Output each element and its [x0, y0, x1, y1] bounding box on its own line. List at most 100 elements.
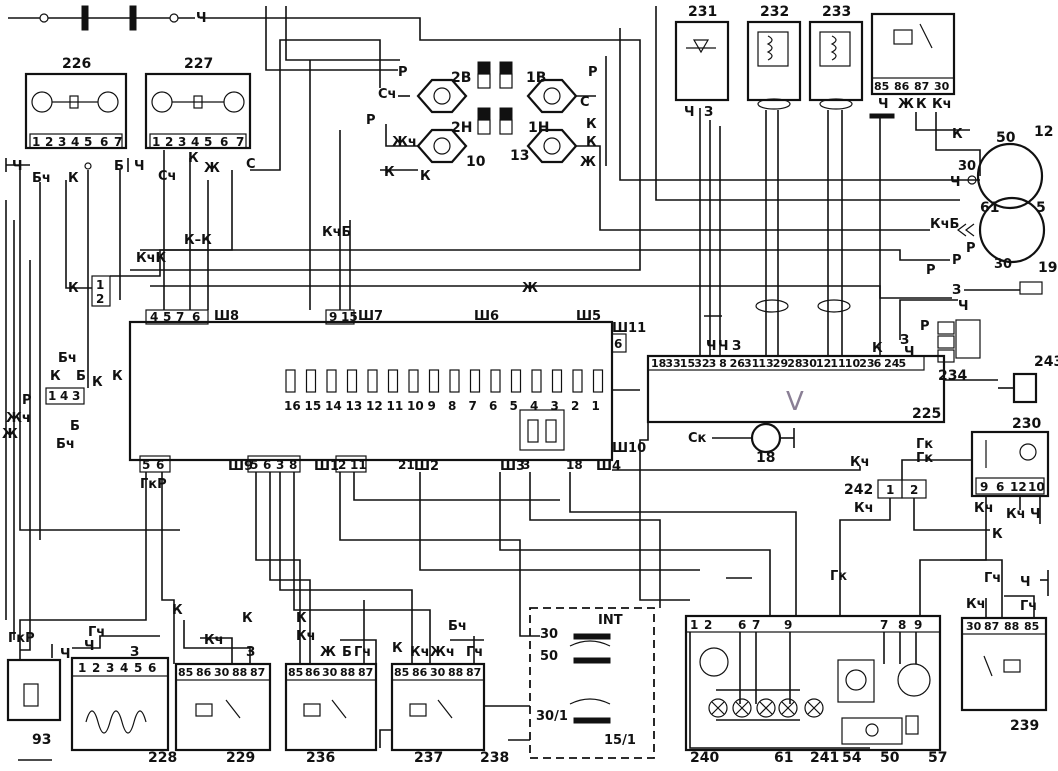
svg-text:7: 7: [880, 618, 888, 632]
svg-text:К: К: [68, 171, 79, 186]
svg-text:2Н: 2Н: [451, 120, 472, 136]
fuse-6: [490, 369, 501, 393]
fuse-9: [428, 369, 440, 393]
svg-text:6: 6: [192, 310, 200, 324]
fuse-number-5: 5: [510, 399, 518, 413]
svg-text:30: 30: [934, 80, 950, 93]
fuse-number-15: 15: [305, 399, 322, 413]
lamp-cross-5: [807, 701, 821, 715]
svg-text:Кч: Кч: [932, 97, 952, 112]
svg-text:234: 234: [938, 368, 967, 384]
lamp-cross-1: [711, 701, 725, 715]
svg-text:Ч: Ч: [12, 159, 23, 174]
svg-text:Кч: Кч: [974, 501, 994, 516]
fuse-number-14: 14: [325, 399, 342, 413]
svg-text:7: 7: [176, 310, 184, 324]
svg-text:30: 30: [322, 666, 338, 679]
svg-text:С: С: [580, 95, 590, 110]
svg-text:86: 86: [412, 666, 428, 679]
svg-text:Кч: Кч: [966, 597, 986, 612]
svg-text:К: К: [392, 641, 403, 656]
svg-text:18: 18: [566, 458, 583, 472]
sensor-93: 93 ГкР: [6, 631, 62, 761]
svg-text:Ч: Ч: [904, 345, 915, 360]
svg-text:88: 88: [340, 666, 355, 679]
svg-text:Ш8: Ш8: [214, 309, 239, 324]
fuse-number-10: 10: [407, 399, 424, 413]
svg-text:К: К: [916, 97, 927, 112]
svg-text:3: 3: [522, 458, 530, 472]
svg-text:240: 240: [690, 750, 719, 766]
svg-text:Ч: Ч: [1030, 507, 1041, 522]
fuse-4: [531, 369, 542, 393]
svg-text:85: 85: [394, 666, 409, 679]
svg-text:Ш1: Ш1: [314, 459, 339, 474]
svg-text:Ш5: Ш5: [576, 309, 601, 324]
svg-text:85: 85: [1024, 620, 1039, 633]
svg-text:231: 231: [688, 4, 717, 20]
svg-text:2: 2: [96, 292, 104, 306]
svg-text:1Н: 1Н: [528, 120, 549, 136]
svg-text:12: 12: [1010, 480, 1027, 494]
svg-text:50: 50: [540, 649, 558, 664]
handwritten-mark: V: [786, 387, 804, 417]
svg-text:2: 2: [910, 483, 918, 497]
svg-text:4: 4: [71, 135, 79, 149]
svg-text:1: 1: [690, 618, 698, 632]
svg-text:Р: Р: [366, 113, 376, 128]
svg-text:КчК: КчК: [136, 251, 167, 266]
cluster-pin-28: 28: [787, 357, 802, 370]
svg-text:4: 4: [191, 135, 199, 149]
lamp-5: [804, 698, 824, 718]
lamp-cross-2: [735, 701, 749, 715]
fuse-16: [285, 369, 296, 393]
svg-text:Ж: Ж: [580, 155, 596, 170]
lamp-cluster: 2В 1В 2Н 1Н 10 13 Р Сч Р Жч К К Р С К К …: [366, 61, 598, 184]
svg-text:5: 5: [250, 458, 258, 472]
svg-text:30: 30: [994, 257, 1012, 272]
module-227: 227 1 2 3 4 5 6 7 Ч Сч К Ж С: [127, 56, 256, 184]
svg-text:Бч: Бч: [56, 437, 75, 452]
svg-text:Жч: Жч: [6, 411, 31, 426]
svg-text:КчБ: КчБ: [322, 225, 351, 240]
svg-text:Б: Б: [114, 159, 124, 174]
svg-text:Ж: Ж: [2, 427, 18, 442]
svg-text:9: 9: [914, 618, 922, 632]
svg-text:К: К: [112, 369, 123, 384]
svg-text:З: З: [952, 283, 961, 298]
svg-text:54: 54: [842, 750, 862, 766]
lamp-2: [732, 698, 752, 718]
wiring-harness: [5, 6, 1049, 749]
svg-text:Ж: Ж: [522, 281, 538, 296]
cluster-pin-15: 15: [680, 357, 695, 370]
svg-text:30/1: 30/1: [536, 709, 568, 724]
fuse-number-6: 6: [489, 399, 497, 413]
svg-text:30: 30: [958, 159, 976, 174]
module-228: 1 2 3 4 5 6 228 Ч Гч Ч З: [60, 625, 177, 766]
fuse-number-2: 2: [571, 399, 579, 413]
svg-text:К: К: [188, 151, 199, 166]
svg-text:13: 13: [510, 148, 529, 164]
svg-text:9: 9: [980, 480, 988, 494]
cluster-pin-13: 13: [758, 357, 773, 370]
svg-text:7: 7: [752, 618, 760, 632]
svg-text:10: 10: [1028, 480, 1045, 494]
svg-text:Ш10: Ш10: [612, 441, 646, 456]
svg-text:86: 86: [196, 666, 212, 679]
svg-text:Кч: Кч: [410, 645, 430, 660]
fuse-number-11: 11: [387, 399, 404, 413]
relay-230: 230 9 6 12 10 Кч Кч Ч К Гк Гк: [916, 416, 1050, 542]
svg-text:50: 50: [880, 750, 900, 766]
svg-text:2: 2: [704, 618, 712, 632]
svg-text:Бч: Бч: [58, 351, 77, 366]
battery-symbol: Ч: [8, 5, 207, 31]
svg-text:6: 6: [263, 458, 271, 472]
svg-text:5: 5: [163, 310, 171, 324]
svg-text:К: К: [952, 127, 963, 142]
svg-text:Кч: Кч: [204, 633, 224, 648]
svg-text:1В: 1В: [526, 70, 546, 86]
svg-text:225: 225: [912, 406, 941, 422]
svg-text:1: 1: [152, 135, 160, 149]
svg-text:86: 86: [894, 80, 910, 93]
